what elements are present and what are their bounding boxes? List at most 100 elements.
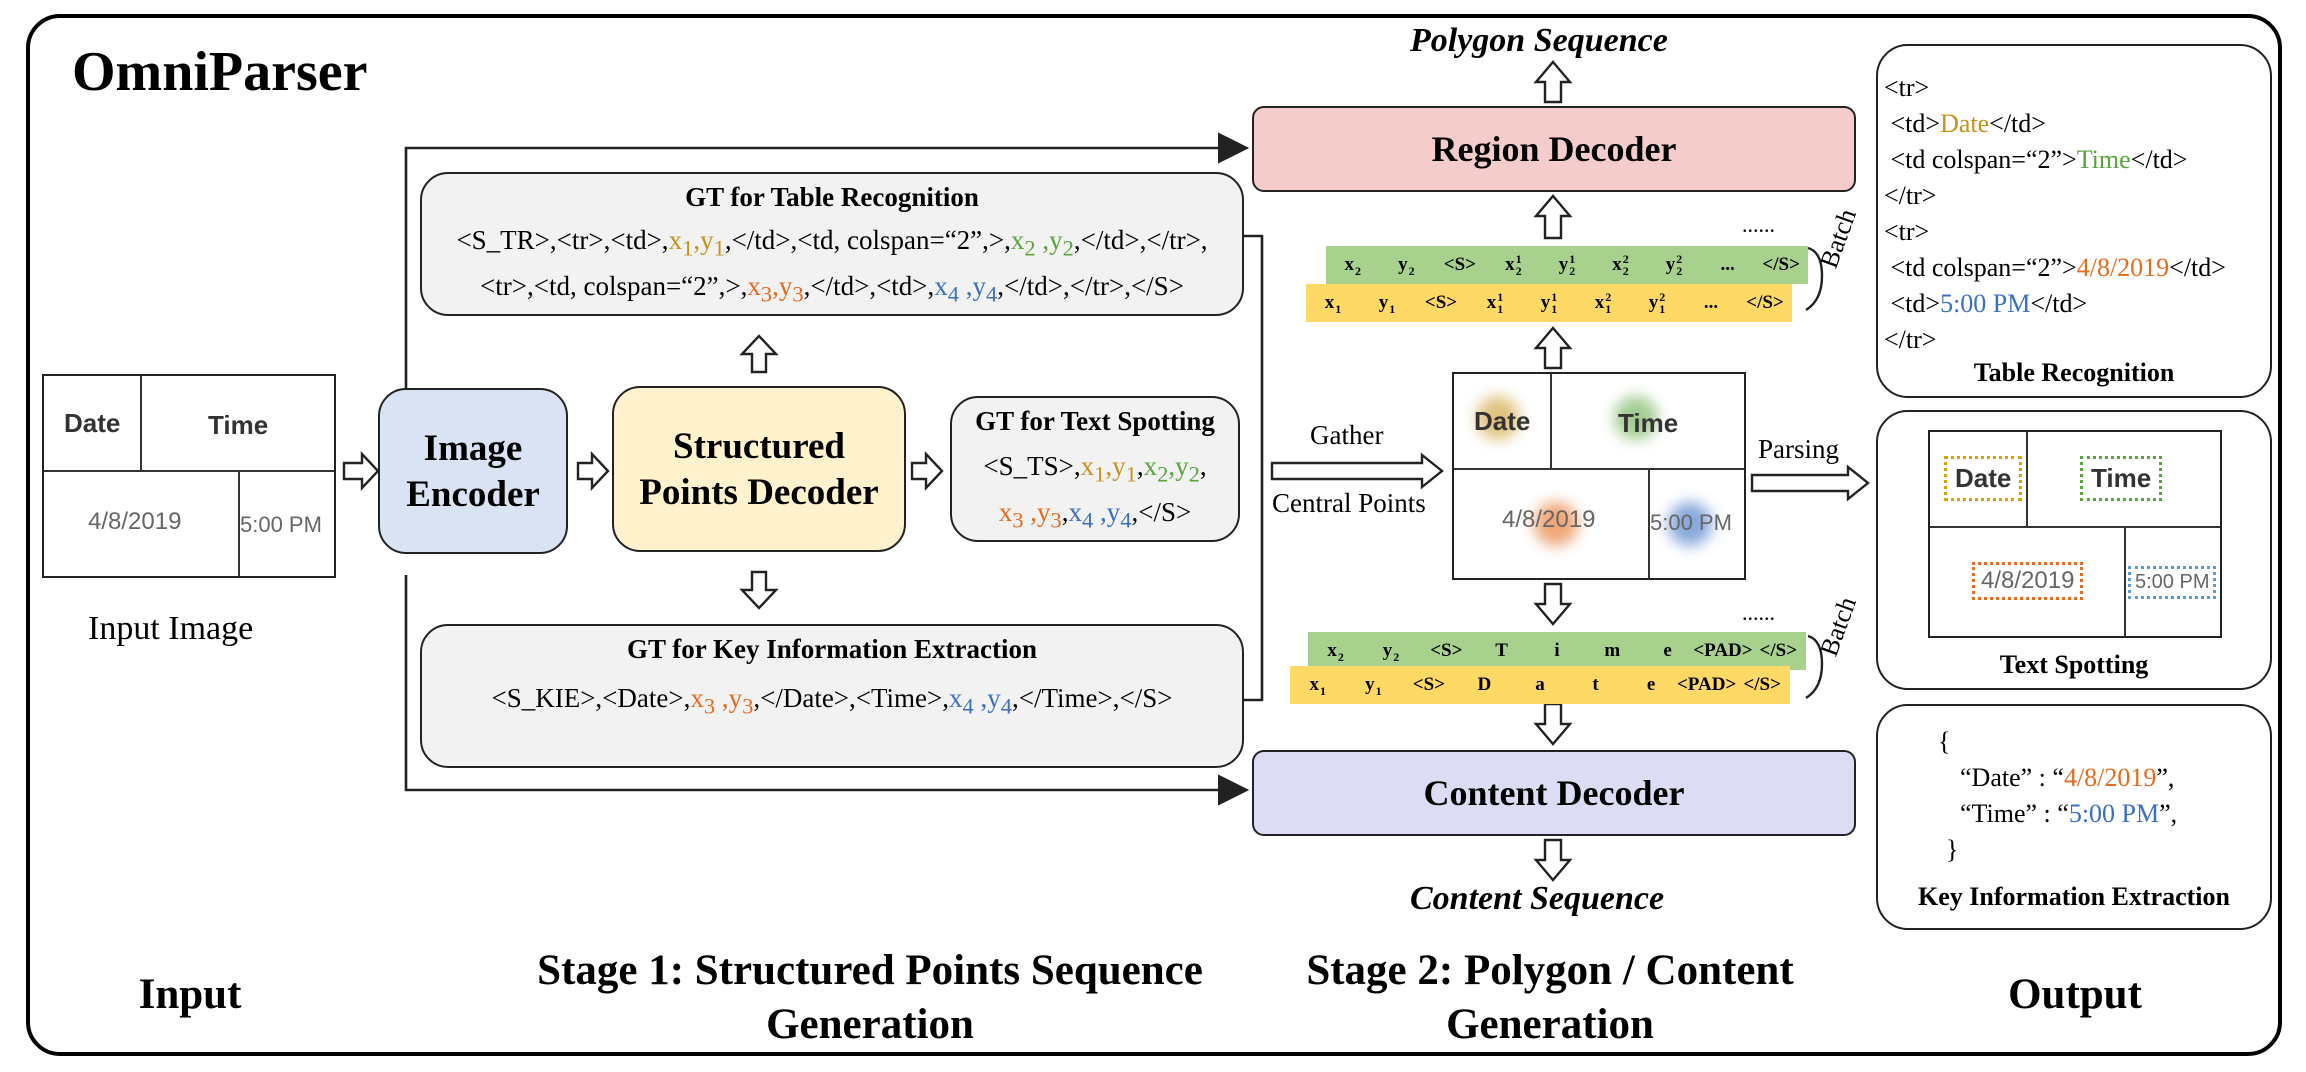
central-cell-date: Date bbox=[1474, 406, 1531, 436]
tr-line-5: <tr> bbox=[1884, 217, 1930, 246]
gt-table-line-1: <S_TR>,<tr>,<td>,x1,y1,</td>,<td, colspa… bbox=[456, 225, 1208, 261]
encoder-to-content-line bbox=[404, 575, 1250, 806]
ts-box-time: Time bbox=[2080, 456, 2163, 501]
tr-line-8: </tr> bbox=[1884, 325, 1937, 354]
seq-token: </S> bbox=[1746, 292, 1784, 313]
parsing-label: Parsing bbox=[1758, 434, 1839, 464]
central-cell-time: Time bbox=[1618, 408, 1679, 438]
tr-line-7: <td>5:00 PM</td> bbox=[1884, 289, 2088, 318]
table-recognition-caption: Table Recognition bbox=[1973, 358, 2175, 387]
seq-token: </S> bbox=[1762, 254, 1800, 275]
arrow-parsing bbox=[1750, 464, 1870, 502]
kie-caption: Key Information Extraction bbox=[1918, 882, 2230, 911]
gt-bracket bbox=[1242, 234, 1264, 702]
arrow-polygon-seq bbox=[1533, 60, 1573, 104]
tr-line-4: </tr> bbox=[1884, 181, 1937, 210]
arrow-seq-region bbox=[1533, 194, 1573, 240]
kie-open: { bbox=[1938, 727, 1951, 756]
gt-text-line-2: x3 ,y3,x4 ,y4,</S> bbox=[998, 497, 1192, 533]
seq-token: x 2 bbox=[1344, 254, 1362, 278]
gt-kie-line: <S_KIE>,<Date>,x3 ,y3,</Date>,<Time>,x4 … bbox=[491, 683, 1173, 719]
content-decoder-box: Content Decoder bbox=[1252, 750, 1856, 836]
spd-label-1: Structured bbox=[673, 426, 845, 467]
input-caption: Input Image bbox=[88, 610, 254, 647]
seq-token: y 2 bbox=[1382, 640, 1400, 664]
central-point-date-value bbox=[1534, 502, 1578, 546]
output-text-spotting-box: Date Time 4/8/2019 5:00 PM Text Spotting bbox=[1876, 410, 2272, 690]
polygon-sequence-label: Polygon Sequence bbox=[1410, 22, 1668, 59]
seq-token: t bbox=[1592, 674, 1599, 695]
input-cell-date-value: 4/8/2019 bbox=[88, 508, 182, 535]
encoder-to-region-line bbox=[404, 132, 1250, 390]
outer-frame bbox=[26, 14, 2282, 1056]
arrow-spd-down bbox=[739, 570, 779, 610]
central-cell-date-value: 4/8/2019 bbox=[1502, 506, 1596, 533]
seq-token: <PAD> bbox=[1676, 674, 1737, 695]
seq-token: m bbox=[1604, 640, 1621, 661]
ts-box-date-value: 4/8/2019 bbox=[1972, 562, 2084, 600]
seq-token: </S> bbox=[1743, 674, 1781, 695]
central-point-time bbox=[1614, 396, 1658, 440]
arrow-center-seq-top bbox=[1533, 326, 1573, 370]
arrow-gather bbox=[1270, 452, 1444, 490]
batch-bracket-top bbox=[1805, 246, 1824, 312]
image-encoder-label-1: Image bbox=[423, 428, 523, 469]
central-point-date bbox=[1476, 396, 1520, 440]
stage2-label: Stage 2: Polygon / Content Generation bbox=[1306, 947, 1794, 1048]
stage-output-label: Output bbox=[2008, 971, 2142, 1018]
arrow-encoder-spd bbox=[576, 450, 610, 492]
seq-token: ... bbox=[1703, 292, 1719, 313]
seq-token: D bbox=[1477, 674, 1492, 695]
input-cell-time-value: 5:00 PM bbox=[240, 512, 322, 537]
seq-token: e bbox=[1646, 674, 1656, 695]
ellipsis-bottom: ...... bbox=[1742, 600, 1775, 625]
arrow-content-seq bbox=[1533, 838, 1573, 882]
gt-kie-title: GT for Key Information Extraction bbox=[627, 634, 1037, 664]
ts-box-date: Date bbox=[1944, 456, 2023, 501]
arrow-spd-gttext bbox=[910, 450, 944, 492]
diagram-title: OmniParser bbox=[72, 41, 368, 103]
seq-token: <PAD> bbox=[1693, 640, 1753, 661]
image-encoder-box: Image Encoder bbox=[378, 388, 568, 554]
seq-token: <S> bbox=[1412, 674, 1445, 695]
seq-token: e bbox=[1663, 640, 1672, 661]
region-decoder-box: Region Decoder bbox=[1252, 106, 1856, 192]
image-encoder-label-2: Encoder bbox=[406, 474, 540, 515]
kie-close: } bbox=[1946, 835, 1959, 864]
seq-token: <S> bbox=[1424, 292, 1458, 313]
arrow-spd-up bbox=[739, 334, 779, 374]
output-kie-box: { “Date” : “4/8/2019”, “Time” : “5:00 PM… bbox=[1876, 704, 2272, 930]
ellipsis-top: ...... bbox=[1742, 212, 1775, 237]
seq-token: <S> bbox=[1443, 254, 1476, 275]
gt-table-recognition-box: GT for Table Recognition <S_TR>,<tr>,<td… bbox=[420, 172, 1244, 316]
kie-time-line: “Time” : “5:00 PM”, bbox=[1960, 799, 2178, 828]
seq-token: y 1 bbox=[1365, 674, 1382, 698]
content-sequence-label: Content Sequence bbox=[1410, 880, 1665, 917]
text-spotting-caption: Text Spotting bbox=[1999, 650, 2149, 679]
arrow-input-encoder bbox=[342, 450, 380, 492]
stage1-label: Stage 1: Structured Points Sequence Gene… bbox=[537, 947, 1203, 1048]
tr-line-3: <td colspan=“2”>Time</td> bbox=[1884, 145, 2188, 174]
tr-line-1: <tr> bbox=[1884, 73, 1930, 102]
seq-token: x 1 bbox=[1324, 292, 1342, 316]
gt-text-line-1: <S_TS>,x1,y1,x2,y2, bbox=[983, 451, 1207, 487]
input-cell-time: Time bbox=[208, 410, 269, 440]
gather-label: Gather bbox=[1310, 420, 1384, 450]
output-table-recognition-box: <tr> <td>Date</td> <td colspan=“2”>Time<… bbox=[1876, 44, 2272, 398]
tr-line-6: <td colspan=“2”>4/8/2019</td> bbox=[1884, 253, 2226, 282]
batch-bracket-bottom bbox=[1805, 634, 1824, 700]
seq-token: </S> bbox=[1759, 640, 1798, 661]
spd-label-2: Points Decoder bbox=[639, 472, 879, 513]
seq-token: y 1 bbox=[1378, 292, 1396, 316]
seq-token: i bbox=[1554, 640, 1560, 661]
stage-input-label: Input bbox=[138, 971, 242, 1018]
